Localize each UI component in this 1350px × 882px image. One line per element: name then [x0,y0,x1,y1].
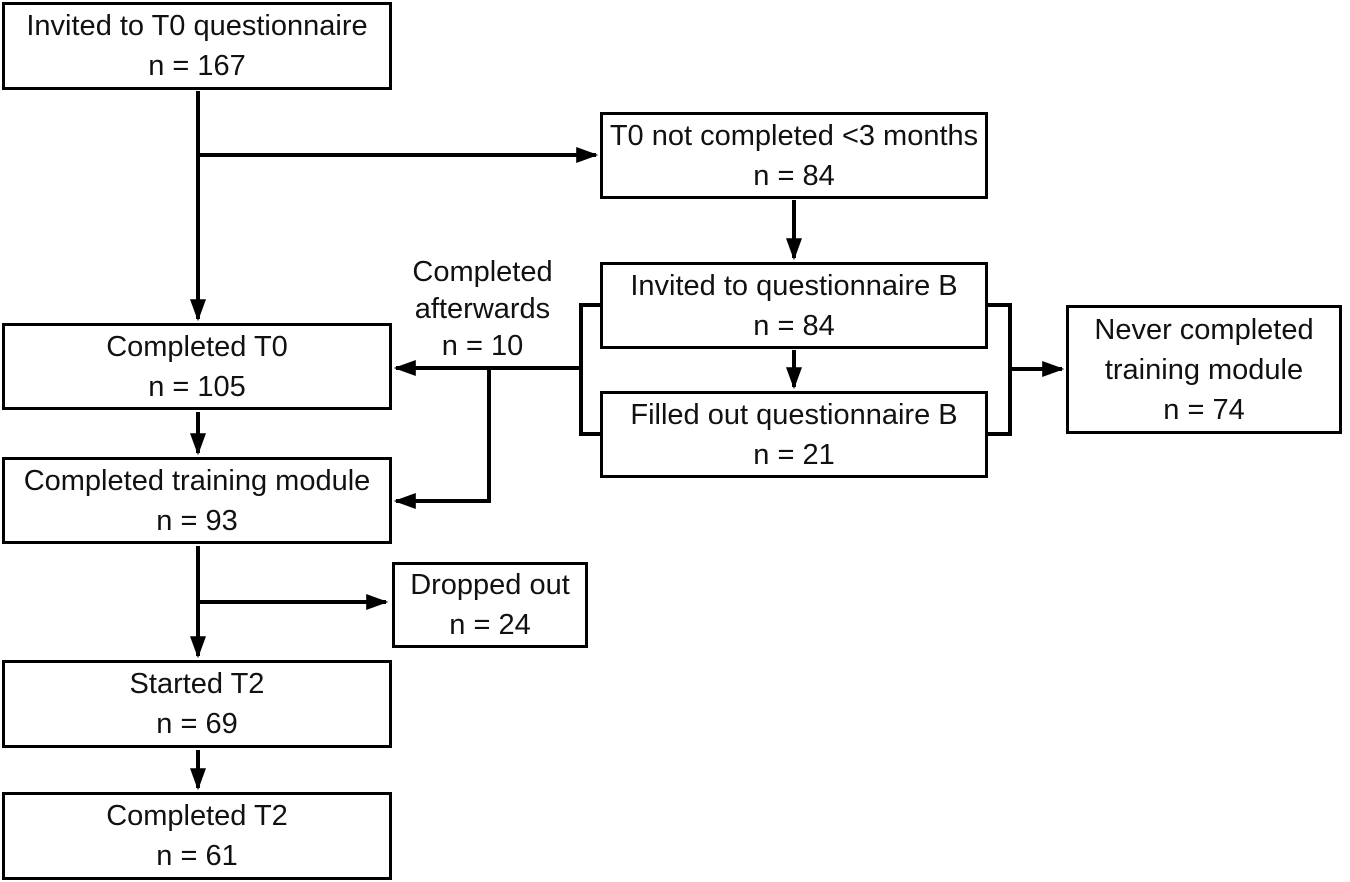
flowbox-dropped-out-label: Dropped out [410,569,570,601]
flowbox-t0-not-completed-label: T0 not completed <3 months [609,119,979,152]
flowbox-completed-training-module-label: Completed training module [23,464,371,497]
flowbox-invited-questionnaire-b: Invited to questionnaire B n = 84 [600,262,988,349]
bracket-right-questionnaire-b [988,303,1012,436]
flowbox-completed-t0-label: Completed T0 [106,330,288,363]
flowbox-dropped-out: Dropped out n = 24 [392,562,588,648]
flowbox-never-completed-training-count: n = 74 [1163,393,1245,426]
flowbox-t0-not-completed-count: n = 84 [753,159,835,192]
flowbox-t0-not-completed: T0 not completed <3 months n = 84 [600,112,988,199]
flowbox-started-t2-label: Started T2 [129,668,265,700]
flowbox-completed-t0: Completed T0 n = 105 [2,323,392,410]
flowbox-filled-out-questionnaire-b-count: n = 21 [753,438,835,471]
flowbox-filled-out-questionnaire-b: Filled out questionnaire B n = 21 [600,391,988,478]
flowbox-completed-training-module: Completed training module n = 93 [2,457,392,544]
flowbox-started-t2-count: n = 69 [156,708,238,740]
annotation-completed-afterwards-text: Completed afterwards [412,256,553,325]
flowbox-invited-questionnaire-b-count: n = 84 [753,309,835,342]
flowbox-filled-out-questionnaire-b-label: Filled out questionnaire B [630,398,958,431]
annotation-completed-afterwards: Completed afterwards n = 10 [400,254,565,365]
flowbox-invited-t0-label: Invited to T0 questionnaire [26,10,368,42]
flowbox-invited-t0: Invited to T0 questionnaire n = 167 [2,2,392,90]
flowbox-completed-t2-count: n = 61 [156,840,238,872]
flowbox-completed-t2: Completed T2 n = 61 [2,792,392,880]
flowbox-never-completed-training-label: Never completed training module [1094,313,1314,386]
flowbox-completed-t0-count: n = 105 [148,370,246,403]
flowbox-invited-t0-count: n = 167 [148,50,246,82]
flowbox-completed-training-module-count: n = 93 [156,504,238,537]
annotation-completed-afterwards-count: n = 10 [441,330,524,362]
flowbox-started-t2: Started T2 n = 69 [2,660,392,748]
connector-completed-afterwards-to-training-module [393,368,491,509]
flowbox-invited-questionnaire-b-label: Invited to questionnaire B [630,269,958,302]
flowbox-never-completed-training: Never completed training module n = 74 [1066,305,1342,434]
bracket-left-questionnaire-b [579,303,600,436]
flowbox-dropped-out-count: n = 24 [449,609,531,641]
flowbox-completed-t2-label: Completed T2 [106,800,288,832]
